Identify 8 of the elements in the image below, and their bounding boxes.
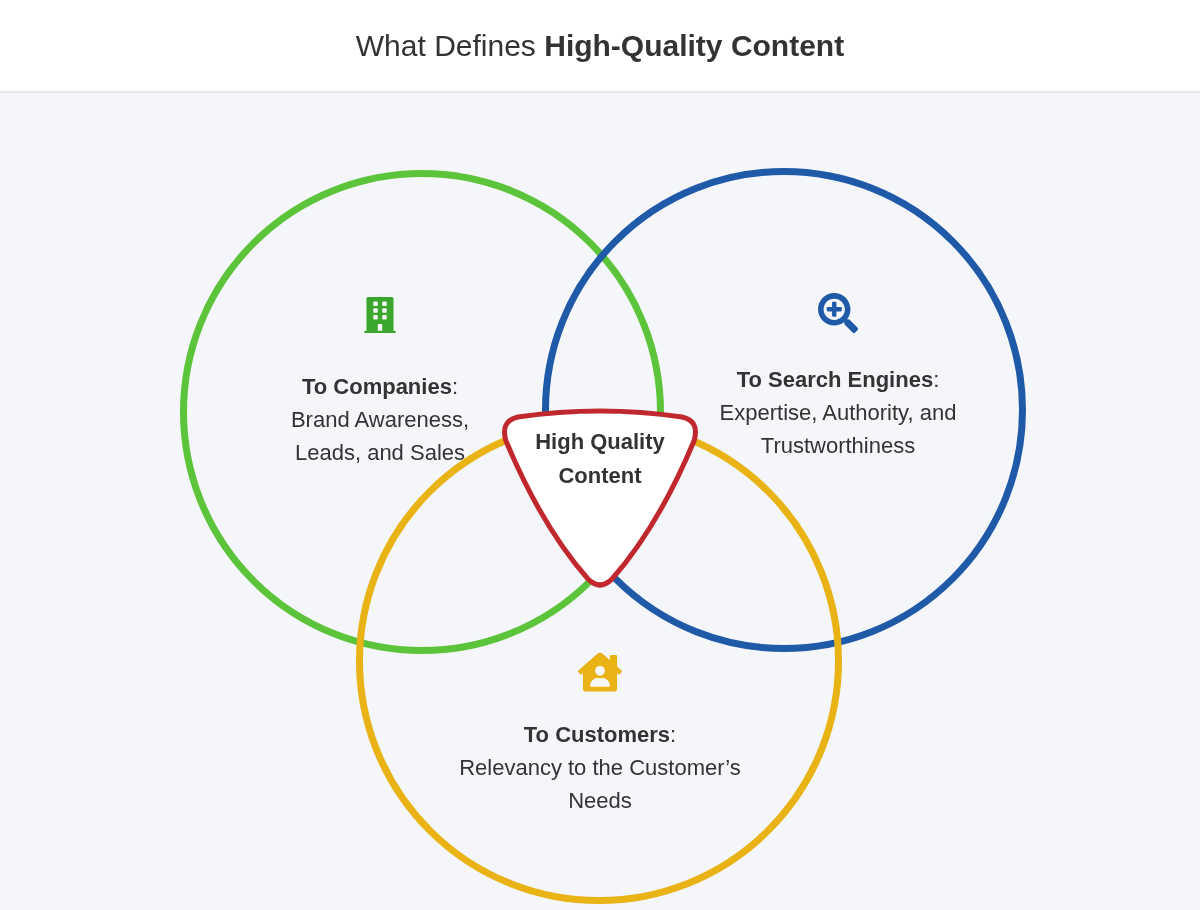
circle-description: Brand Awareness, Leads, and Sales [289, 406, 471, 467]
center-label: High Quality Content [534, 428, 666, 490]
circle-heading: To Customers: [523, 721, 677, 749]
circle-heading: To Search Engines: [736, 366, 940, 394]
title: What Defines High-Quality Content [355, 28, 845, 64]
circle-heading: To Companies: [301, 373, 459, 401]
circle-description: Expertise, Authority, and Trustworthiness [718, 399, 958, 460]
circle-description: Relevancy to the Customer’s Needs [458, 754, 742, 815]
